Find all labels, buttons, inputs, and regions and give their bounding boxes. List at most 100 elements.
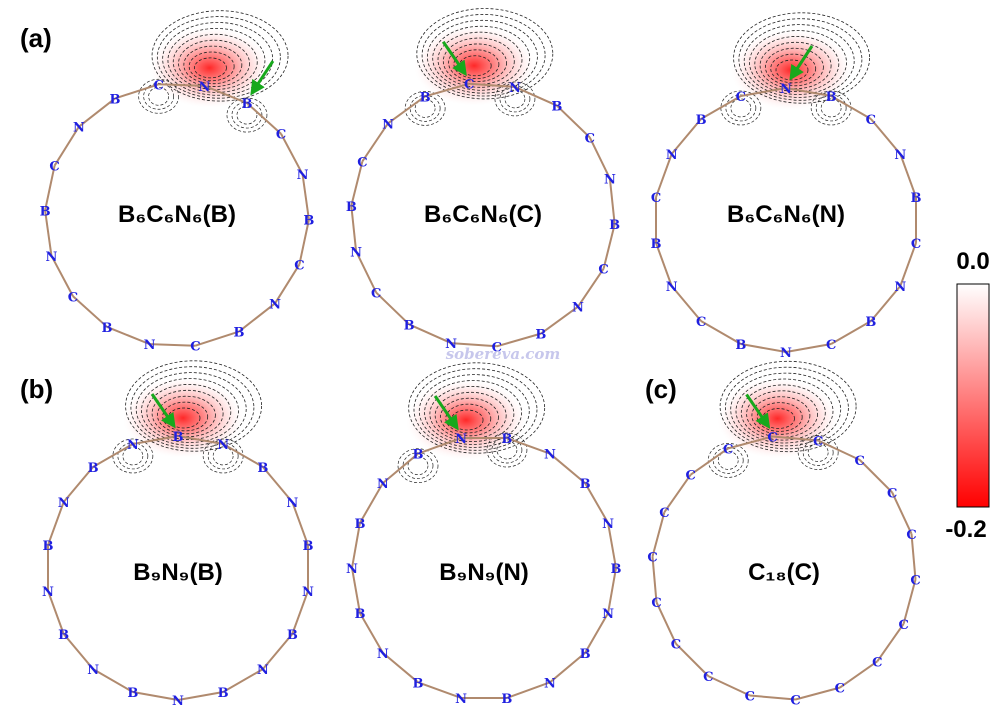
atom-label: N (666, 280, 678, 295)
atom-label: C (723, 442, 733, 457)
contour-line (738, 18, 863, 101)
bond (92, 443, 134, 468)
atom-label: B (43, 539, 54, 554)
bond (350, 205, 358, 252)
bond (700, 320, 742, 345)
atom-label: B (535, 328, 546, 343)
bond (675, 643, 709, 677)
atom-label: C (294, 258, 304, 273)
contour-lobe (138, 78, 179, 114)
contour-line (751, 396, 811, 435)
bond (132, 691, 179, 701)
bond (301, 174, 310, 220)
contour-line (432, 25, 531, 91)
contour-line (735, 378, 834, 444)
bond (549, 452, 586, 484)
bond (663, 474, 692, 513)
bond (608, 178, 616, 225)
bond (195, 330, 240, 347)
bond (132, 435, 179, 445)
bond (222, 443, 264, 468)
contour-line (135, 372, 247, 446)
bond (62, 466, 94, 503)
bond (772, 435, 819, 442)
contour-lobe (397, 448, 439, 484)
bond (50, 255, 74, 297)
bond (44, 210, 53, 256)
bond (53, 126, 80, 167)
bond (876, 623, 905, 662)
atom-label: C (866, 113, 876, 128)
bond (839, 660, 878, 689)
atom-label: B (826, 90, 837, 105)
contour-line (749, 30, 847, 95)
atom-label: B (110, 92, 121, 107)
bond (355, 250, 378, 294)
atom-label: B (609, 218, 620, 233)
bond (817, 439, 861, 461)
bond (359, 612, 384, 654)
panel-label-c: (c) (645, 374, 677, 404)
contour-line (743, 24, 855, 98)
bond (700, 95, 742, 120)
atom-label: C (855, 454, 865, 469)
ring-formula-b9n9-b: B₉N₉(B) (133, 559, 223, 586)
atom-label: C (190, 340, 200, 355)
bond (417, 437, 462, 455)
contour-lobe (404, 91, 446, 126)
bond (450, 342, 497, 348)
contour-lobe (122, 446, 144, 466)
contour-line (146, 383, 232, 440)
atom-label: C (371, 287, 381, 302)
atom-label: B (287, 628, 298, 643)
atom-label: B (40, 204, 51, 219)
bond (496, 332, 542, 348)
atom-label: B (501, 692, 512, 707)
bond (298, 219, 310, 265)
atom-label: N (509, 81, 521, 96)
atom-label: C (826, 338, 836, 353)
atom-label: B (696, 113, 707, 128)
bond (62, 633, 94, 670)
atom-label: C (276, 128, 286, 143)
atom-label: C (464, 78, 474, 93)
atom-label: N (544, 676, 556, 691)
contour-line (733, 12, 870, 104)
atom-label: B (354, 517, 365, 532)
bond (749, 694, 796, 701)
atom-label: C (659, 506, 669, 521)
atom-label: C (68, 290, 78, 305)
atom-label: C (736, 90, 746, 105)
bond (78, 97, 116, 128)
atom-label: C (671, 638, 681, 653)
contour-line (765, 47, 824, 87)
atom-label: N (286, 496, 298, 511)
contour-line (156, 395, 216, 435)
atom-label: C (598, 263, 608, 278)
bond (44, 165, 56, 211)
atom-label: N (127, 438, 139, 453)
site-arrow (789, 45, 814, 81)
ring-formula-b6c6n6-n: B₆C₆N₆(N) (727, 201, 845, 228)
contour-line (740, 384, 826, 441)
atom-label: N (144, 338, 156, 353)
atom-label: C (906, 528, 916, 543)
bond (177, 435, 224, 445)
bond (424, 82, 470, 98)
bond (177, 691, 224, 701)
colorbar: 0.0 -0.2 (945, 248, 989, 543)
contour-lobe (504, 89, 526, 109)
contour-lobe (797, 435, 839, 470)
atom-label: B (910, 191, 921, 206)
atom-label: C (651, 596, 661, 611)
contour-line (162, 22, 274, 96)
contour-line (754, 36, 840, 93)
bond (899, 153, 917, 198)
density-contours-c18-c (707, 360, 857, 478)
bond (859, 459, 893, 493)
density-contours-b6c6n6-c (404, 8, 554, 126)
contour-line (445, 403, 492, 434)
bond (740, 87, 787, 97)
atom-label: N (58, 496, 70, 511)
